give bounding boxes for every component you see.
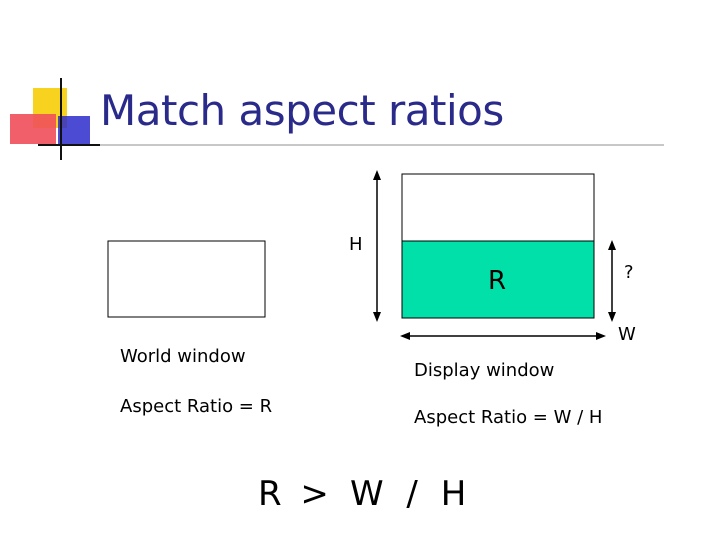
world-aspect-label: Aspect Ratio = R <box>120 396 273 417</box>
world-window-label: World window <box>120 346 246 367</box>
question-label: ? <box>624 262 634 283</box>
slide-title: Match aspect ratios <box>100 86 504 135</box>
width-arrow-head-left <box>400 332 410 340</box>
relation-left: R > <box>258 474 333 514</box>
logo-red-bar <box>10 114 56 144</box>
height-arrow-head-bottom <box>373 312 381 322</box>
height-arrow-head-top <box>373 170 381 180</box>
question-arrow-head-bottom <box>608 312 616 322</box>
logo-blue-square <box>58 116 90 146</box>
display-window-label: Display window <box>414 360 555 381</box>
relation-right: W / H <box>350 474 473 514</box>
display-aspect-label: Aspect Ratio = W / H <box>414 407 603 428</box>
ratio-r-label: R <box>488 266 507 296</box>
width-arrow-head-right <box>596 332 606 340</box>
world-window-box <box>107 240 266 318</box>
height-label: H <box>349 234 363 255</box>
width-label: W <box>618 324 636 345</box>
question-arrow-head-top <box>608 240 616 250</box>
display-viewport-fill <box>401 240 595 319</box>
